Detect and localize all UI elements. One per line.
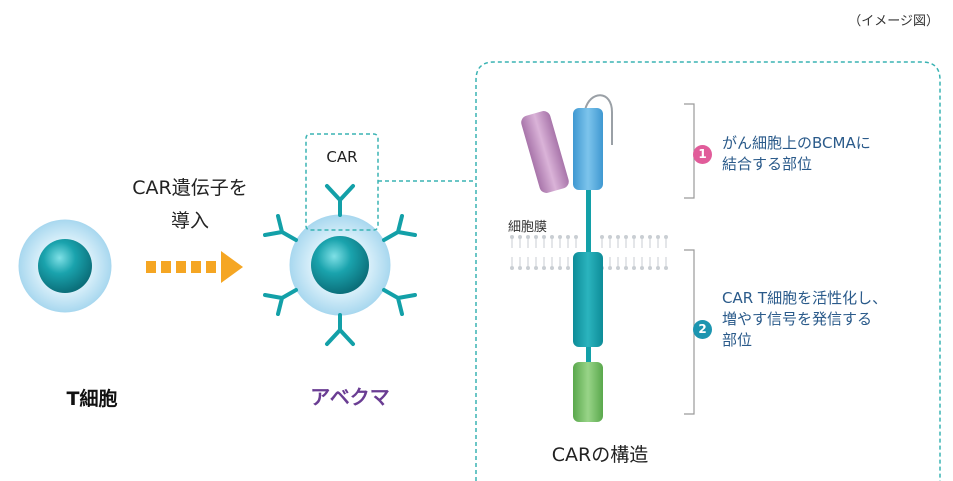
callout-2-line-2: 増やす信号を発信する [722,310,873,328]
structure-caption: CARの構造 [551,444,649,466]
membrane-lipids [510,235,668,270]
callout-2-badge: 2 [693,320,712,339]
car-highlight-box [305,133,379,231]
callout-2-line-3: 部位 [722,331,753,349]
transduction-arrow [146,251,243,283]
image-note: （イメージ図） [848,14,939,29]
structure-panel [475,61,941,481]
intracellular-stalk [586,347,591,363]
signaling-domain [573,252,603,347]
car-t-cell [263,184,417,346]
t-cell [18,219,112,313]
linker-loop [584,94,613,145]
transduction-line-1: CAR遺伝子を [132,177,248,199]
scfv-light-chain [521,111,569,193]
t-cell-label: T細胞 [66,388,118,410]
callout-1-line-2: 結合する部位 [722,155,813,173]
membrane-label: 細胞膜 [508,220,548,235]
transduction-line-2: 導入 [170,210,209,232]
callout-2-text: CAR T細胞を活性化し、 増やす信号を発信する 部位 [722,288,887,351]
callout-2-line-1: CAR T細胞を活性化し、 [722,289,888,307]
product-label: アベクマ [310,385,390,409]
callout-1-text: がん細胞上のBCMAに 結合する部位 [722,133,871,175]
hinge-stalk [586,190,591,252]
costimulatory-domain [573,362,603,422]
car-label: CAR [326,148,358,166]
callout-1-badge: 1 [693,145,712,164]
scfv-heavy-chain [573,108,603,190]
car-receptors [263,184,417,346]
car-structure [510,94,668,422]
transduction-label: CAR遺伝子を 導入 [100,172,280,238]
callout-1-line-1: がん細胞上のBCMAに [722,134,871,152]
